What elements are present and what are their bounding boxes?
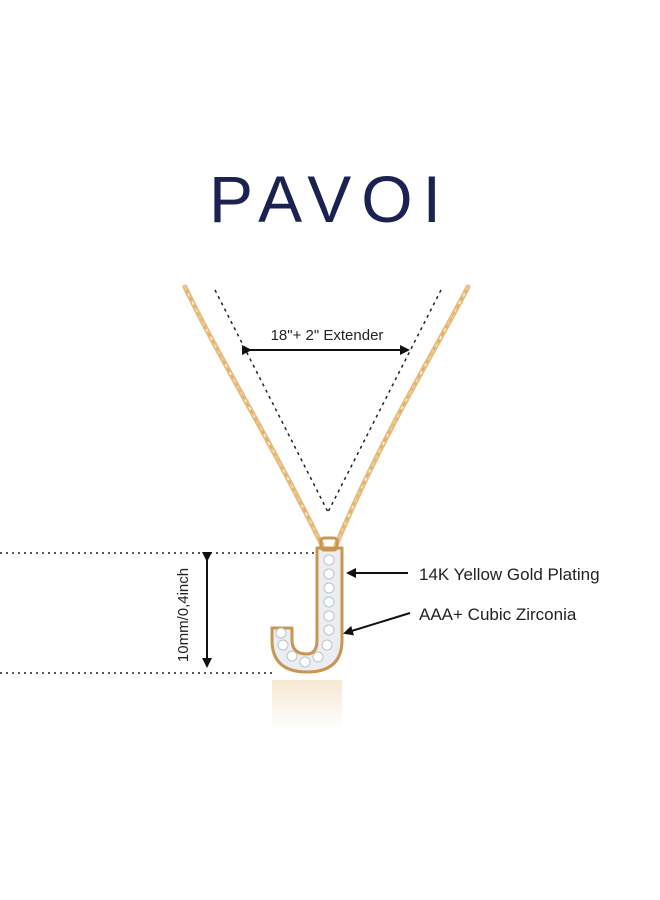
- stones-arrow: [343, 612, 411, 636]
- pendant-letter-j: [270, 536, 344, 674]
- stones-label: AAA+ Cubic Zirconia: [419, 605, 577, 624]
- necklace-chain: [182, 284, 471, 548]
- brand-logo: PAVOI: [209, 162, 451, 236]
- pendant-reflection: [272, 680, 342, 730]
- plating-label: 14K Yellow Gold Plating: [419, 565, 600, 584]
- pendant-size-label: 10mm/0,4inch: [175, 568, 192, 662]
- pendant-size-guide: [0, 552, 318, 674]
- chain-length-label: 18"+ 2" Extender: [271, 327, 384, 344]
